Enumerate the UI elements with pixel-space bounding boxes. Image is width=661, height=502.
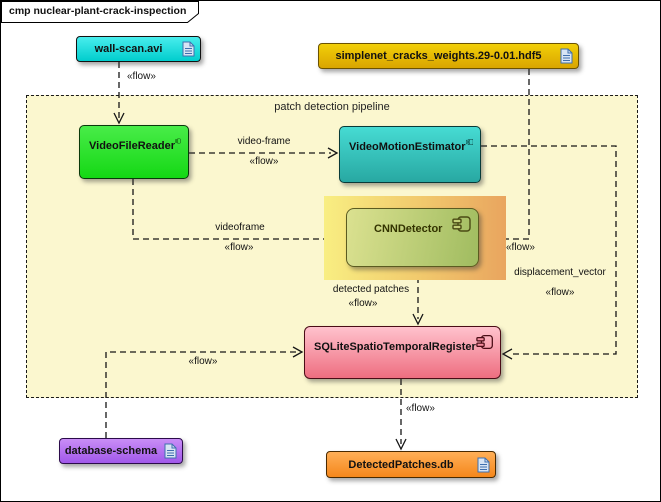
artifact-wall-scan[interactable]: wall-scan.avi — [76, 36, 201, 62]
edge-stereotype: «flow» — [188, 356, 218, 367]
document-icon — [560, 48, 573, 64]
edge-stereotype: «flow» — [406, 403, 435, 414]
edge-name: videoframe — [215, 222, 265, 233]
component-icon — [175, 138, 181, 144]
component-label: SQLiteSpatioTemporalRegister — [314, 341, 476, 353]
component-label: VideoFileReader — [89, 140, 175, 152]
component-icon — [452, 216, 471, 232]
artifact-database-schema[interactable]: database-schema — [59, 438, 183, 464]
artifact-weights-file[interactable]: simplenet_cracks_weights.29-0.01.hdf5 — [318, 43, 579, 69]
artifact-label: wall-scan.avi — [94, 43, 163, 55]
component-icon — [465, 138, 473, 146]
artifact-label: database-schema — [64, 445, 158, 457]
arrowhead-down — [395, 438, 407, 451]
edge-name: displacement_vector — [514, 267, 606, 278]
artifact-label: DetectedPatches.db — [348, 458, 454, 471]
document-icon — [477, 457, 490, 472]
component-video-motion-estimator[interactable]: VideoMotionEstimator — [339, 126, 481, 183]
component-video-file-reader[interactable]: VideoFileReader — [79, 125, 189, 179]
document-icon — [182, 41, 195, 57]
package-label: patch detection pipeline — [274, 101, 390, 113]
edge-name: detected patches — [332, 284, 410, 295]
edge-stereotype: «flow» — [545, 287, 575, 298]
component-icon — [476, 335, 493, 349]
document-icon — [164, 443, 177, 459]
edge-stereotype: «flow» — [249, 156, 279, 167]
edge-stereotype: «flow» — [348, 298, 378, 309]
frame-title: cmp nuclear-plant-crack-inspection — [9, 5, 187, 17]
artifact-label: simplenet_cracks_weights.29-0.01.hdf5 — [335, 50, 542, 62]
component-label: CNNDetector — [374, 223, 443, 235]
artifact-detected-patches-db[interactable]: DetectedPatches.db — [326, 451, 496, 478]
component-sqlite-spatio-temporal-register[interactable]: SQLiteSpatioTemporalRegister — [304, 326, 501, 379]
component-label: VideoMotionEstimator — [349, 141, 466, 153]
edge-stereotype: «flow» — [224, 242, 254, 253]
edge-stereotype: «flow» — [127, 71, 156, 82]
component-cnn-detector[interactable]: CNNDetector — [346, 208, 479, 267]
edge-stereotype: «flow» — [506, 242, 535, 253]
edge-name: video-frame — [237, 136, 291, 147]
